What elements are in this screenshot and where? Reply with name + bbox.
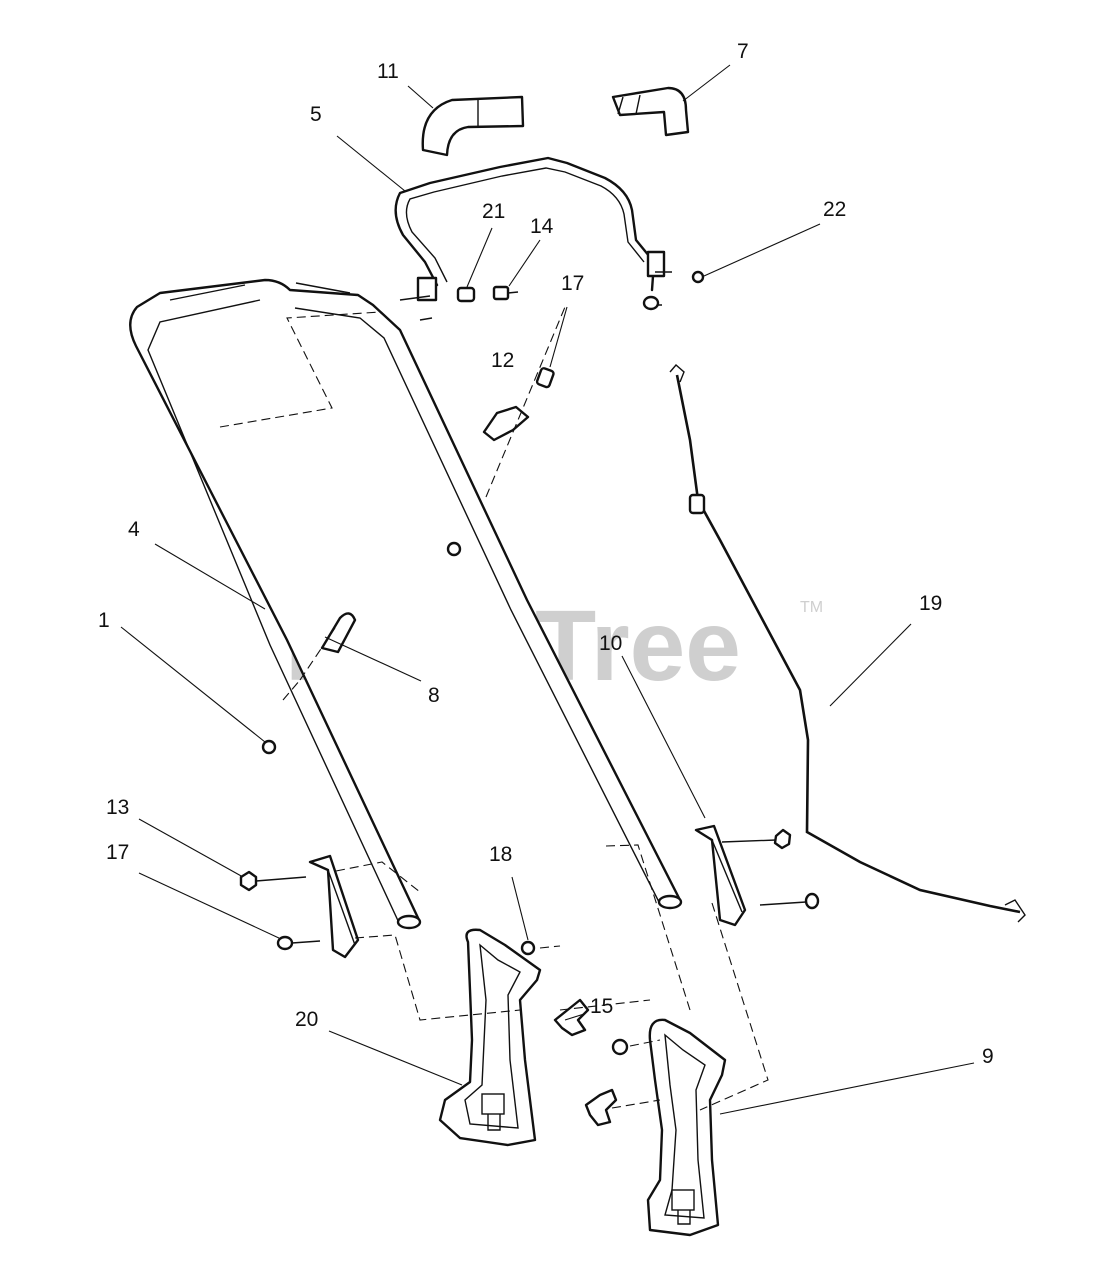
part-17-lower-bolt[interactable]	[276, 935, 321, 951]
part-22-washer[interactable]	[691, 270, 705, 284]
part-18-nut[interactable]	[520, 940, 536, 956]
right-star-knob[interactable]	[584, 1088, 618, 1127]
callout-17-lower[interactable]: 17	[106, 841, 129, 864]
callout-13[interactable]: 13	[106, 796, 129, 819]
callout-19[interactable]: 19	[919, 592, 942, 615]
part-5-upper-handle[interactable]	[394, 156, 672, 321]
part-1-nut[interactable]	[261, 739, 277, 755]
callout-8[interactable]: 8	[428, 684, 440, 707]
callout-9[interactable]: 9	[982, 1045, 994, 1068]
callout-10[interactable]: 10	[599, 632, 622, 655]
part-12-nut[interactable]	[446, 541, 462, 557]
right-handle-bracket	[646, 250, 666, 278]
callout-18[interactable]: 18	[489, 843, 512, 866]
part-8-cable-tie[interactable]	[320, 612, 357, 654]
callout-5[interactable]: 5	[310, 103, 322, 126]
part-21-spacer[interactable]	[456, 286, 476, 303]
right-bracket-nut[interactable]	[611, 1038, 629, 1056]
left-handle-sleeve	[308, 854, 360, 959]
part-14-bolt[interactable]	[492, 285, 519, 301]
part-7-right-grip[interactable]	[611, 86, 690, 137]
left-handle-bracket	[416, 276, 438, 302]
callout-14[interactable]: 14	[530, 215, 554, 238]
part-19-control-cable[interactable]	[669, 364, 1026, 923]
callout-labels: 11 7 5 21 14 22 17 12 4 1 8 10 19 13 17 …	[98, 40, 994, 1068]
callout-4[interactable]: 4	[128, 518, 140, 541]
callout-17-upper[interactable]: 17	[561, 272, 584, 295]
callout-22[interactable]: 22	[823, 198, 846, 221]
watermark-trademark: TM	[800, 599, 823, 616]
callout-1[interactable]: 1	[98, 609, 110, 632]
part-12-cable-clip[interactable]	[482, 405, 530, 442]
right-handle-sleeve	[694, 824, 820, 927]
callout-15[interactable]: 15	[590, 995, 613, 1018]
part-20-left-bracket[interactable]	[438, 928, 542, 1147]
assembly-lines	[219, 306, 769, 1111]
callout-21[interactable]: 21	[482, 200, 505, 223]
part-4-lower-handle[interactable]	[129, 278, 683, 930]
callout-7[interactable]: 7	[737, 40, 749, 63]
part-17-upper-bolt[interactable]	[535, 367, 555, 389]
part-9-right-bracket[interactable]	[646, 1018, 727, 1237]
callout-11[interactable]: 11	[377, 60, 399, 83]
leader-lines	[120, 64, 975, 1115]
callout-20[interactable]: 20	[295, 1008, 318, 1031]
callout-12[interactable]: 12	[491, 349, 514, 372]
part-13-bolt[interactable]	[239, 870, 307, 892]
part-11-left-grip[interactable]	[421, 95, 525, 157]
